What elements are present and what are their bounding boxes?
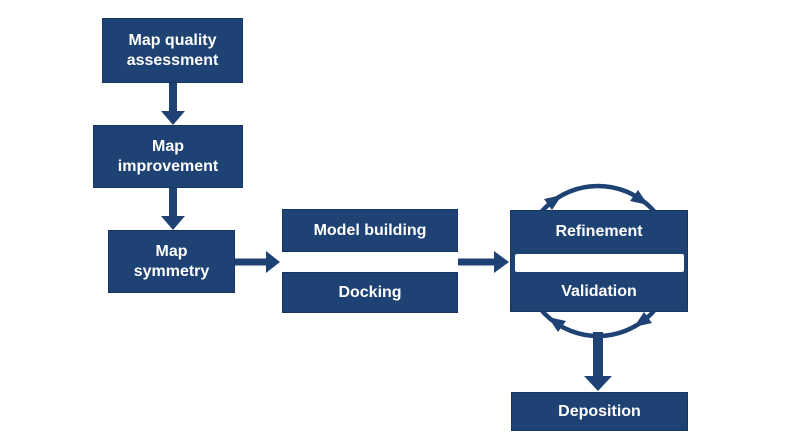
arrow-validation-to-deposition xyxy=(584,332,612,391)
node-map-symmetry: Map symmetry xyxy=(108,230,235,293)
node-label-line: Map xyxy=(155,242,188,260)
node-model-building: Model building xyxy=(282,209,458,252)
node-map-quality-assessment: Map quality assessment xyxy=(102,18,243,83)
node-deposition: Deposition xyxy=(511,392,688,431)
node-label-line: Model building xyxy=(313,221,427,239)
cycle-arrowhead-top-right xyxy=(630,190,648,205)
node-refinement-validation-group: Refinement Validation xyxy=(510,210,688,312)
node-docking: Docking xyxy=(282,272,458,313)
node-label-line: Validation xyxy=(561,283,637,300)
cycle-arrowhead-top-left xyxy=(544,195,562,210)
cycle-arrowhead-bottom-right xyxy=(634,312,652,327)
node-label-line: Map quality xyxy=(128,31,217,49)
arrow-building-to-refinement xyxy=(458,251,509,273)
arrow-improvement-to-symmetry xyxy=(161,188,185,230)
node-refinement: Refinement xyxy=(510,210,688,254)
node-label-line: symmetry xyxy=(133,262,210,280)
node-label-line: improvement xyxy=(117,157,219,175)
node-label-line: Map xyxy=(152,137,184,155)
node-label-line: Docking xyxy=(338,283,402,301)
node-label-line: assessment xyxy=(126,51,219,69)
arrow-symmetry-to-building xyxy=(235,251,280,273)
arrow-assessment-to-improvement xyxy=(161,83,185,125)
node-map-improvement: Map improvement xyxy=(93,125,243,188)
node-validation: Validation xyxy=(510,272,688,312)
node-label-line: Refinement xyxy=(555,223,643,240)
node-label-line: Deposition xyxy=(558,402,641,420)
cycle-arrowhead-bottom-left xyxy=(548,317,566,332)
refinement-validation-divider xyxy=(515,254,684,272)
